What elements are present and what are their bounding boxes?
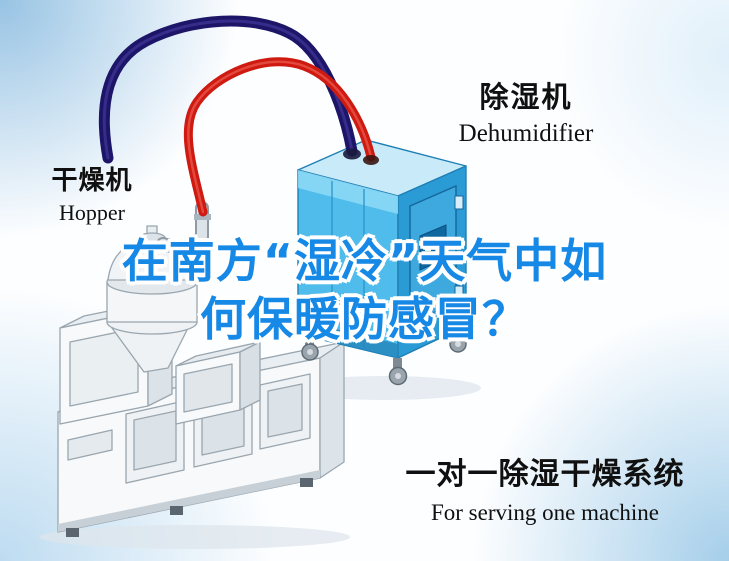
vent-slit: [415, 297, 449, 313]
headline: 在南方“湿冷”天气中如 何保暖防感冒？: [0, 232, 729, 348]
machine-foot: [66, 528, 79, 537]
vent-panel: [67, 429, 113, 461]
casters: [301, 326, 467, 386]
machine-base-strip: [58, 470, 320, 532]
panel-inset: [133, 410, 177, 471]
footer-labels: 一对一除湿干燥系统 For serving one machine: [399, 449, 691, 526]
hopper-funnel: [106, 225, 198, 373]
hose-port: [343, 148, 361, 160]
control-box-side: [239, 341, 261, 411]
caster-hub: [395, 373, 401, 379]
cabinet-front-band: [298, 170, 398, 214]
dryer-labels: 干燥机 Hopper: [36, 160, 148, 226]
panel-inset: [267, 383, 303, 438]
caster-stem: [305, 334, 314, 346]
control-box-panel: [183, 363, 233, 413]
footer-label-cn: 一对一除湿干燥系统: [405, 457, 685, 492]
pipe-body: [158, 203, 207, 253]
dehumidifier-unit: [297, 139, 467, 386]
cabinet-base-strip: [298, 320, 398, 358]
machine-side-face: [319, 341, 345, 479]
headline-line1: 在南方“湿冷”天气中如: [121, 234, 608, 288]
hoses: [98, 15, 379, 217]
pipe-flange: [194, 214, 211, 220]
dry-air-hose-highlight: [187, 60, 373, 214]
suction-pipe: [156, 201, 211, 255]
caster-stem: [393, 358, 402, 370]
hopper-shadow: [40, 525, 350, 549]
dryer-label-en: Hopper: [59, 200, 125, 225]
dehumidifier-labels: 除湿机 Dehumidifier: [446, 74, 606, 148]
caster-hub: [455, 341, 461, 347]
door-control-panel: [419, 224, 447, 271]
caster-stem: [453, 326, 462, 338]
hopper-machine: [57, 201, 345, 537]
panel-knob: [428, 257, 434, 263]
machine-foot: [300, 478, 313, 487]
machine-control-box: [175, 341, 261, 425]
return-air-hose: [98, 15, 358, 164]
caster-hub: [307, 349, 313, 355]
headline-line2: 何保暖防感冒？: [200, 292, 529, 346]
hose-port: [363, 155, 379, 165]
door-hinge: [454, 285, 464, 300]
dryer-label-cn: 干燥机: [51, 166, 133, 196]
dehumidifier-label-cn: 除湿机: [479, 80, 573, 114]
door-hinge: [454, 195, 464, 210]
panel-button: [425, 243, 431, 251]
machine-foot: [170, 506, 183, 515]
dehumidifier-label-en: Dehumidifier: [458, 120, 594, 147]
footer-label-en: For serving one machine: [430, 500, 660, 525]
vent-slit: [415, 305, 449, 321]
machine-panels: [67, 373, 311, 484]
panel-button: [435, 238, 441, 246]
